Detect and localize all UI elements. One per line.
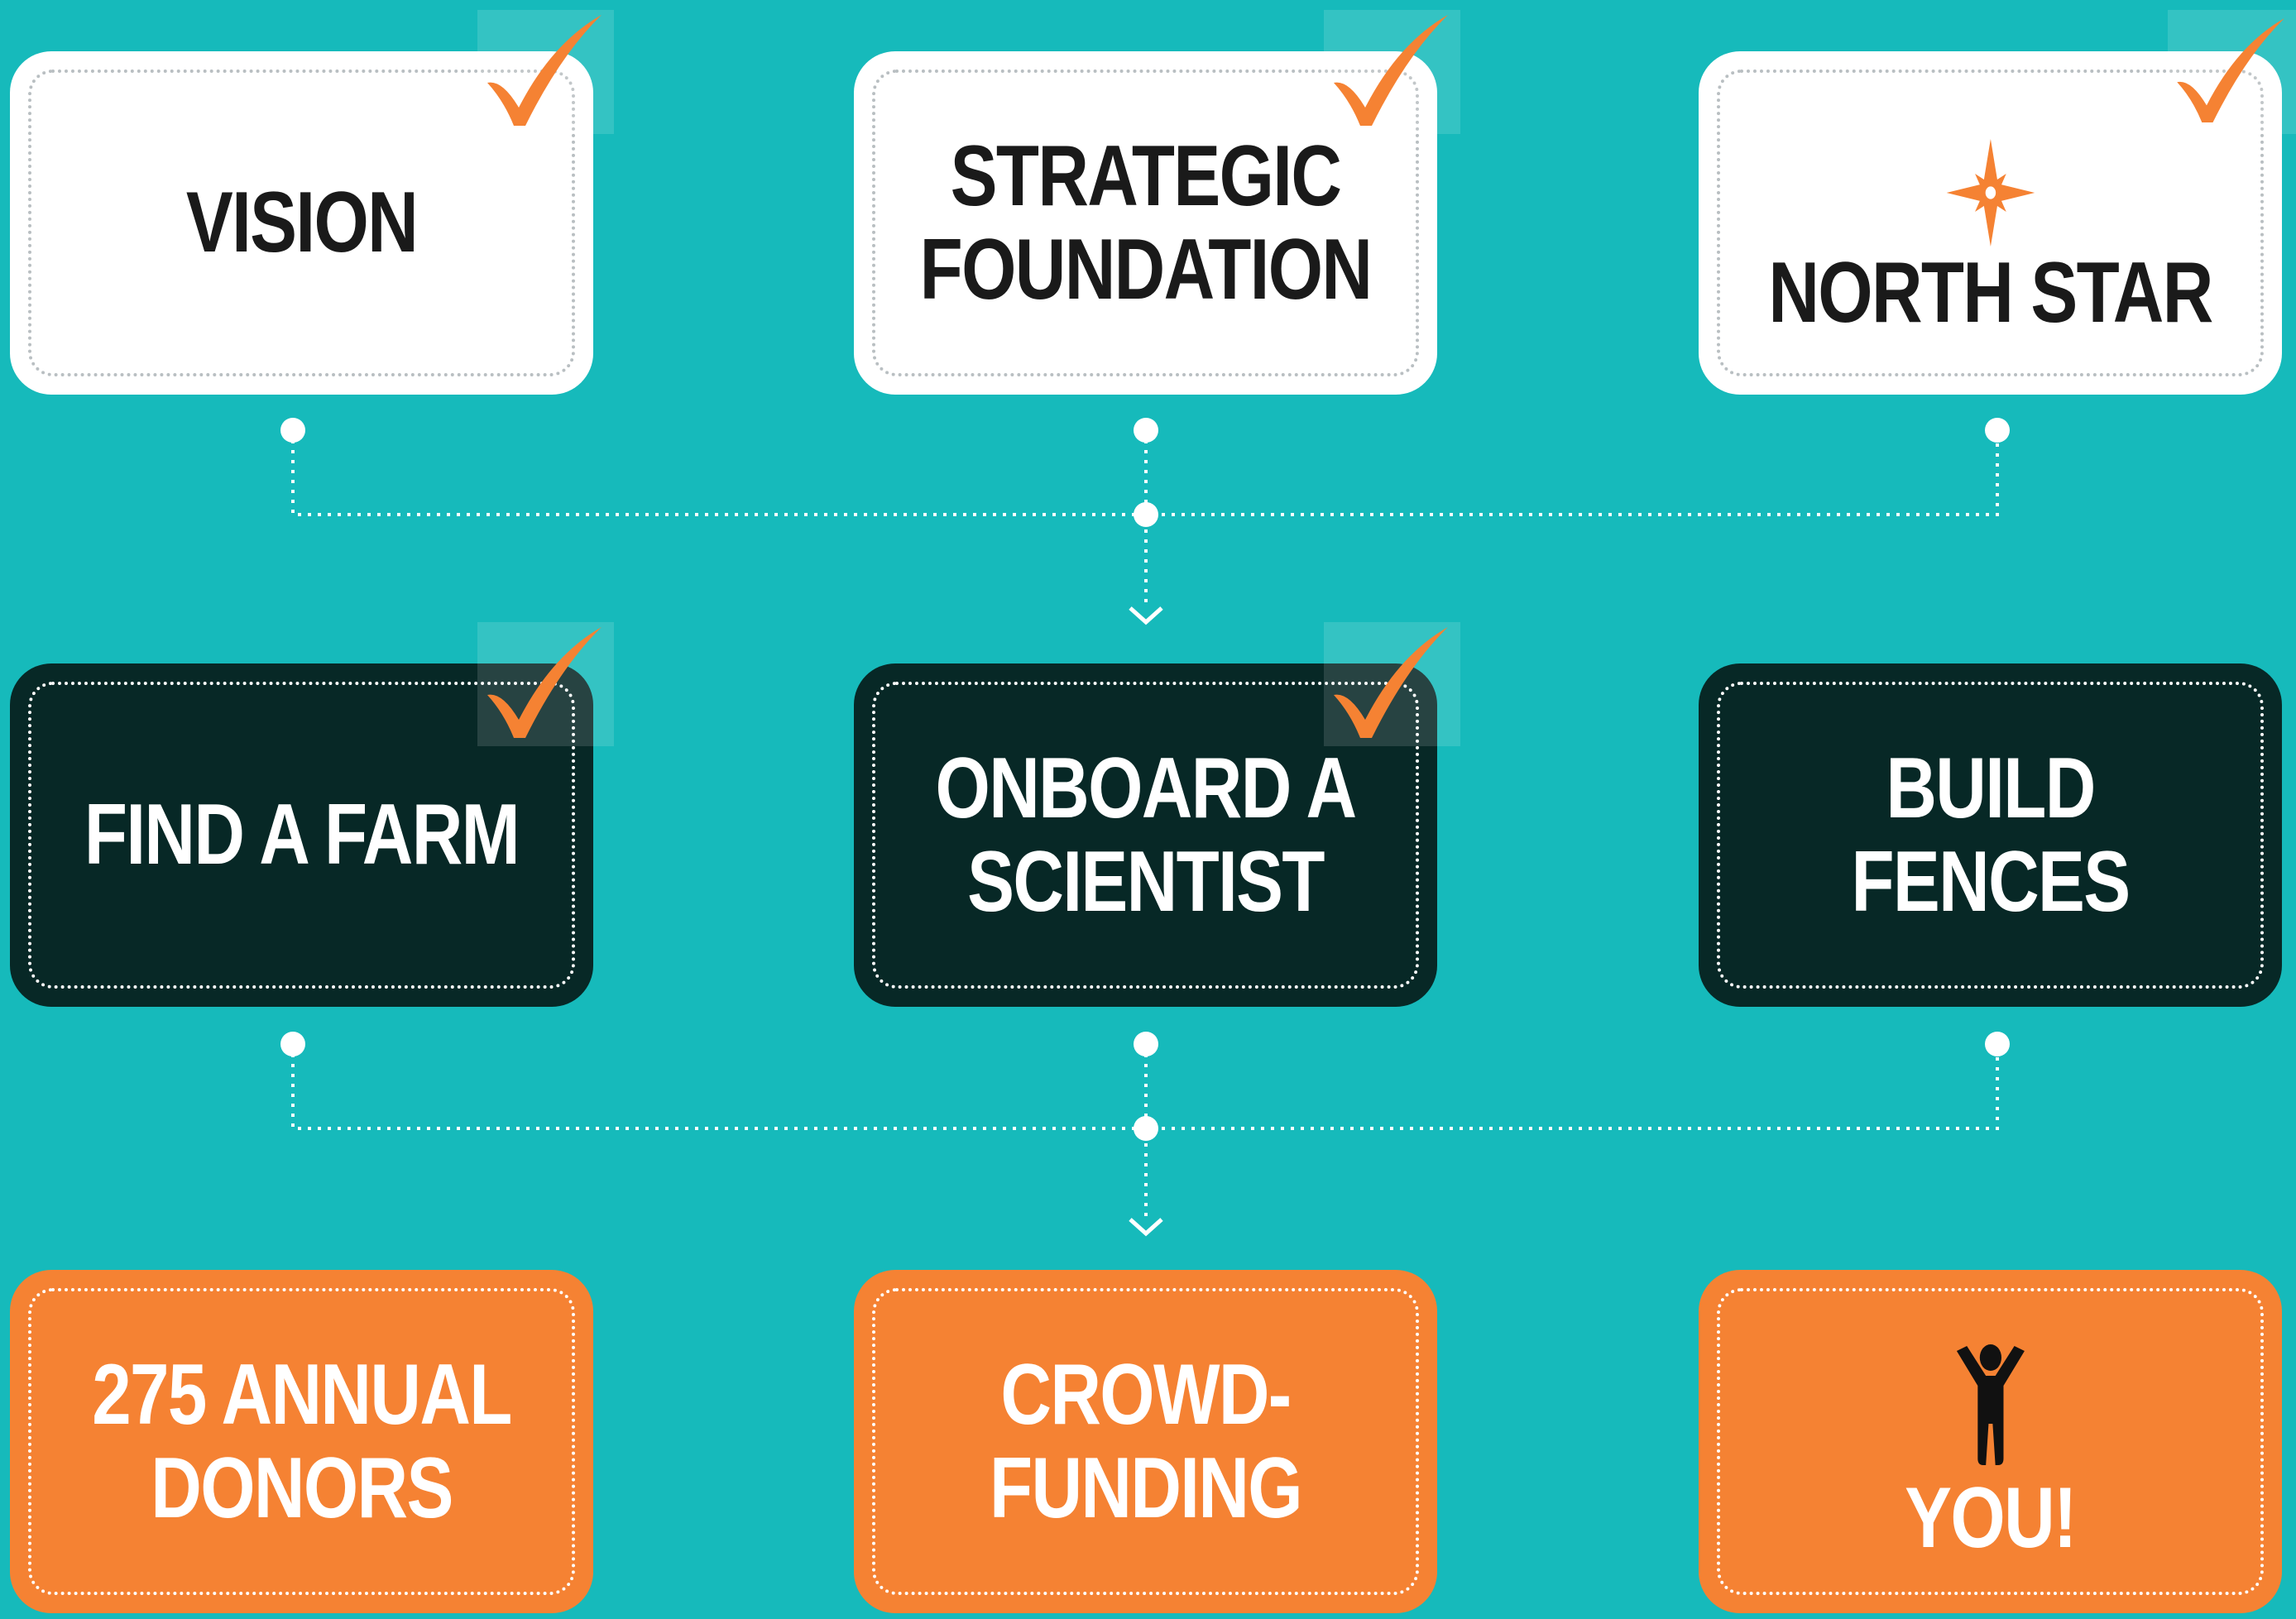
person-arms-up-icon: [1956, 1344, 2025, 1466]
north-star-icon: [1946, 139, 2035, 247]
card-vision: VISION: [10, 51, 593, 395]
card-border: [872, 1288, 1419, 1595]
card-border: [872, 69, 1419, 376]
card-label: VISION: [185, 175, 419, 271]
connector-node: [1985, 1032, 2010, 1056]
connector-junction: [1134, 1116, 1158, 1141]
card-label: 275 ANNUAL DONORS: [92, 1347, 512, 1536]
connector-node: [280, 1032, 305, 1056]
check-mark-icon: [2168, 10, 2296, 134]
arrow-down-icon: [1129, 1218, 1163, 1237]
card-annual-donors: 275 ANNUAL DONORS: [10, 1270, 593, 1613]
connector-junction: [1134, 502, 1158, 527]
card-border: [1717, 69, 2264, 376]
connector-node: [1134, 1032, 1158, 1056]
card-label: BUILD FENCES: [1851, 740, 2131, 930]
card-content: YOU!: [1751, 1270, 2229, 1613]
card-crowdfunding: CROWD- FUNDING: [854, 1270, 1437, 1613]
card-label: STRATEGIC FOUNDATION: [919, 128, 1373, 318]
card-border: [872, 682, 1419, 989]
card-you: YOU!: [1699, 1270, 2282, 1613]
card-label: YOU!: [1905, 1470, 2077, 1567]
connector-node: [280, 418, 305, 443]
card-north-star: NORTH STAR: [1699, 51, 2282, 395]
card-onboard-a-scientist: ONBOARD A SCIENTIST: [854, 663, 1437, 1007]
card-border: [28, 69, 575, 376]
connector-node: [1985, 418, 2010, 443]
card-build-fences: BUILD FENCES: [1699, 663, 2282, 1007]
card-border: [28, 1288, 575, 1595]
card-content: NORTH STAR: [1751, 51, 2229, 395]
card-strategic-foundation: STRATEGIC FOUNDATION: [854, 51, 1437, 395]
connector-node: [1134, 418, 1158, 443]
card-label: CROWD- FUNDING: [990, 1347, 1303, 1536]
check-mark-icon: [477, 10, 614, 134]
card-find-a-farm: FIND A FARM: [10, 663, 593, 1007]
arrow-down-icon: [1129, 606, 1163, 625]
check-mark-icon: [477, 622, 614, 746]
card-label: ONBOARD A SCIENTIST: [935, 740, 1358, 930]
card-border: [1717, 1288, 2264, 1595]
card-border: [28, 682, 575, 989]
check-mark-icon: [1324, 622, 1460, 746]
card-label: NORTH STAR: [1768, 245, 2213, 342]
card-label: FIND A FARM: [84, 787, 520, 884]
card-border: [1717, 682, 2264, 989]
check-mark-icon: [1324, 10, 1460, 134]
